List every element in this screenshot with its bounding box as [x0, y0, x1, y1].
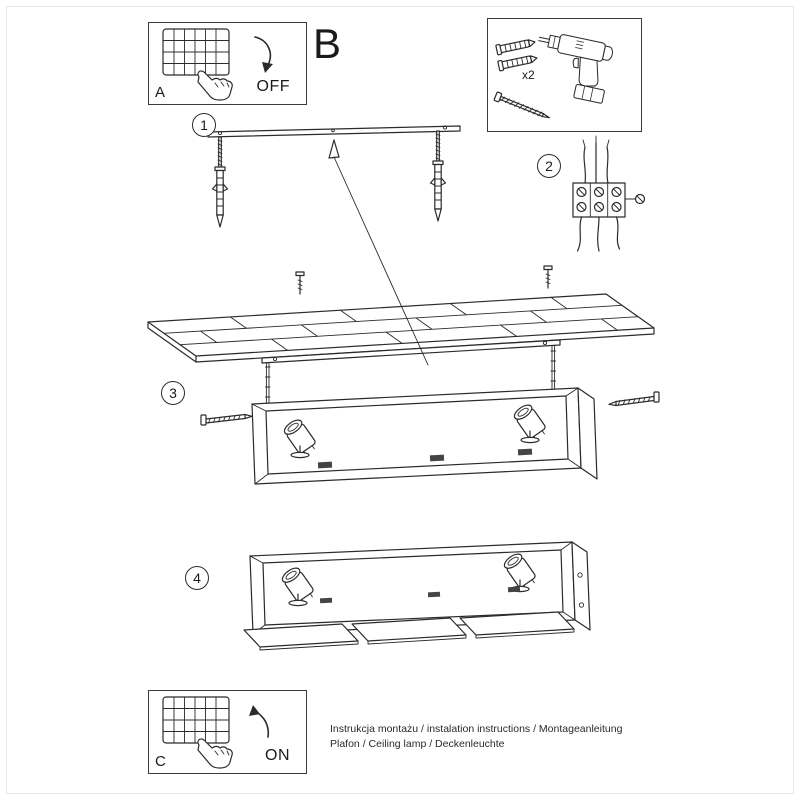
switch-on-illustration: [162, 696, 270, 769]
side-screw-icon: [608, 391, 660, 407]
ceiling-panel-icon: [147, 293, 655, 363]
pointer-arrow-icon: [328, 139, 429, 366]
rotate-arrow-icon: [254, 36, 273, 73]
panel-screw-icon: [543, 265, 553, 289]
switch-off-illustration: [162, 28, 273, 101]
hand-press-icon: [197, 738, 233, 769]
step-4-number: 4: [185, 566, 209, 590]
terminal-block-icon: [572, 182, 626, 218]
power-drill-icon: [538, 34, 614, 104]
footer-text: Instrukcja montażu / instalation instruc…: [330, 722, 622, 752]
open-panel-icon: [243, 611, 575, 651]
callout-c-label: C: [155, 753, 166, 770]
step-2-number: 2: [537, 154, 561, 178]
wall-plug-icon: [495, 39, 536, 56]
magnet-clip-icon: [319, 586, 521, 604]
magnet-clip-icon: [317, 448, 533, 469]
callout-a-label: A: [155, 84, 166, 101]
mounting-bar-icon: [261, 339, 561, 364]
wall-plug-icon: [497, 55, 538, 72]
light-switch-icon: [162, 28, 230, 76]
step-3-number: 3: [161, 381, 185, 405]
screw-icon: [493, 91, 550, 119]
hanging-rod-icon: [265, 342, 556, 408]
tools-callout: [487, 18, 642, 132]
light-switch-icon: [162, 696, 230, 744]
tools-illustration: [493, 34, 614, 119]
switch-on-state-label: ON: [265, 747, 290, 764]
wire-icon: [576, 216, 621, 252]
lamp-frame-icon: [251, 387, 598, 485]
panel-screw-icon: [295, 271, 305, 295]
step-2-illustration: [572, 135, 646, 252]
hand-press-icon: [197, 70, 233, 101]
step-1-illustration: [207, 125, 461, 366]
screwdriver-tip-icon: [624, 193, 646, 205]
wire-icon: [582, 135, 610, 184]
power-off-callout: A OFF: [148, 22, 307, 105]
footer-line-1: Instrukcja montażu / instalation instruc…: [330, 723, 623, 735]
power-on-callout: C ON: [148, 690, 307, 774]
anchor-screw-icon: [211, 136, 229, 228]
anchor-screw-icon: [429, 130, 447, 222]
lamp-frame-icon: [249, 541, 591, 635]
section-b-label: B: [313, 20, 342, 67]
side-screw-icon: [200, 413, 253, 426]
step-3-illustration: [147, 265, 660, 485]
plug-count-label: x2: [522, 68, 535, 82]
step-1-number: 1: [192, 113, 216, 137]
switch-off-state-label: OFF: [256, 78, 290, 95]
step-4-illustration: [243, 541, 591, 651]
mounting-bracket-icon: [207, 125, 461, 138]
footer-line-2: Plafon / Ceiling lamp / Deckenleuchte: [330, 738, 505, 750]
rotate-arrow-icon: [249, 705, 270, 738]
